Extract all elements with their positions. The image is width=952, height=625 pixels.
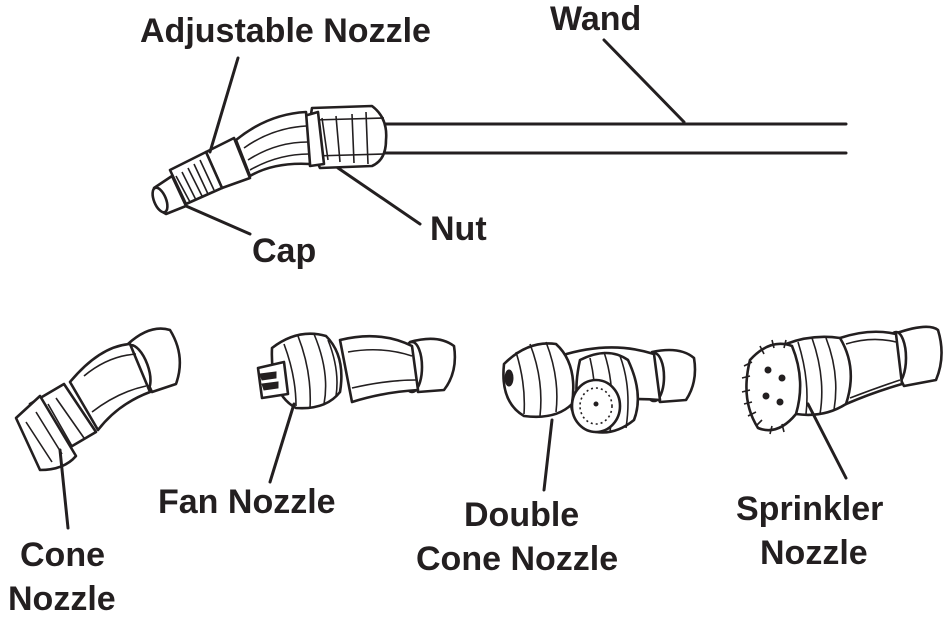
cone-nozzle-figure: Cone Nozzle — [8, 327, 182, 618]
fan-nozzle-label: Fan Nozzle — [158, 483, 336, 521]
adjustable-nozzle-label: Adjustable Nozzle — [140, 12, 431, 50]
double-cone-nozzle-figure: Double Cone Nozzle — [416, 341, 697, 578]
nut-part — [302, 104, 388, 170]
cone-nozzle-label-line1: Cone — [20, 536, 105, 574]
cone-nozzle-label-line2: Nozzle — [8, 580, 116, 618]
double-cone-nozzle-label-line1: Double — [464, 496, 579, 534]
double-cone-nozzle-label-line2: Cone Nozzle — [416, 540, 618, 578]
wand-assembly: Adjustable Nozzle Wand Cap Nut — [140, 0, 848, 270]
sprinkler-nozzle-label-line2: Nozzle — [760, 534, 868, 572]
nut-leader — [336, 166, 422, 226]
nut-label: Nut — [430, 210, 487, 248]
nozzle-neck — [234, 110, 312, 178]
sprinkler-nozzle-label-line1: Sprinkler — [736, 490, 883, 528]
wand-leader — [602, 38, 686, 124]
fan-nozzle-leader — [268, 402, 296, 484]
sprinkler-nozzle-leader — [806, 402, 848, 480]
adjustable-nozzle-part — [151, 136, 252, 216]
cap-part — [151, 174, 188, 216]
fan-nozzle-figure: Fan Nozzle — [158, 332, 457, 521]
adjustable-nozzle-leader — [208, 56, 240, 154]
double-cone-nozzle-leader — [542, 418, 554, 492]
cap-label: Cap — [252, 232, 316, 270]
cone-nozzle-leader — [58, 448, 70, 530]
wand-label: Wand — [550, 0, 641, 38]
sprinkler-nozzle-figure: Sprinkler Nozzle — [736, 325, 943, 572]
wand-tube — [382, 122, 848, 155]
cap-leader — [184, 204, 252, 236]
